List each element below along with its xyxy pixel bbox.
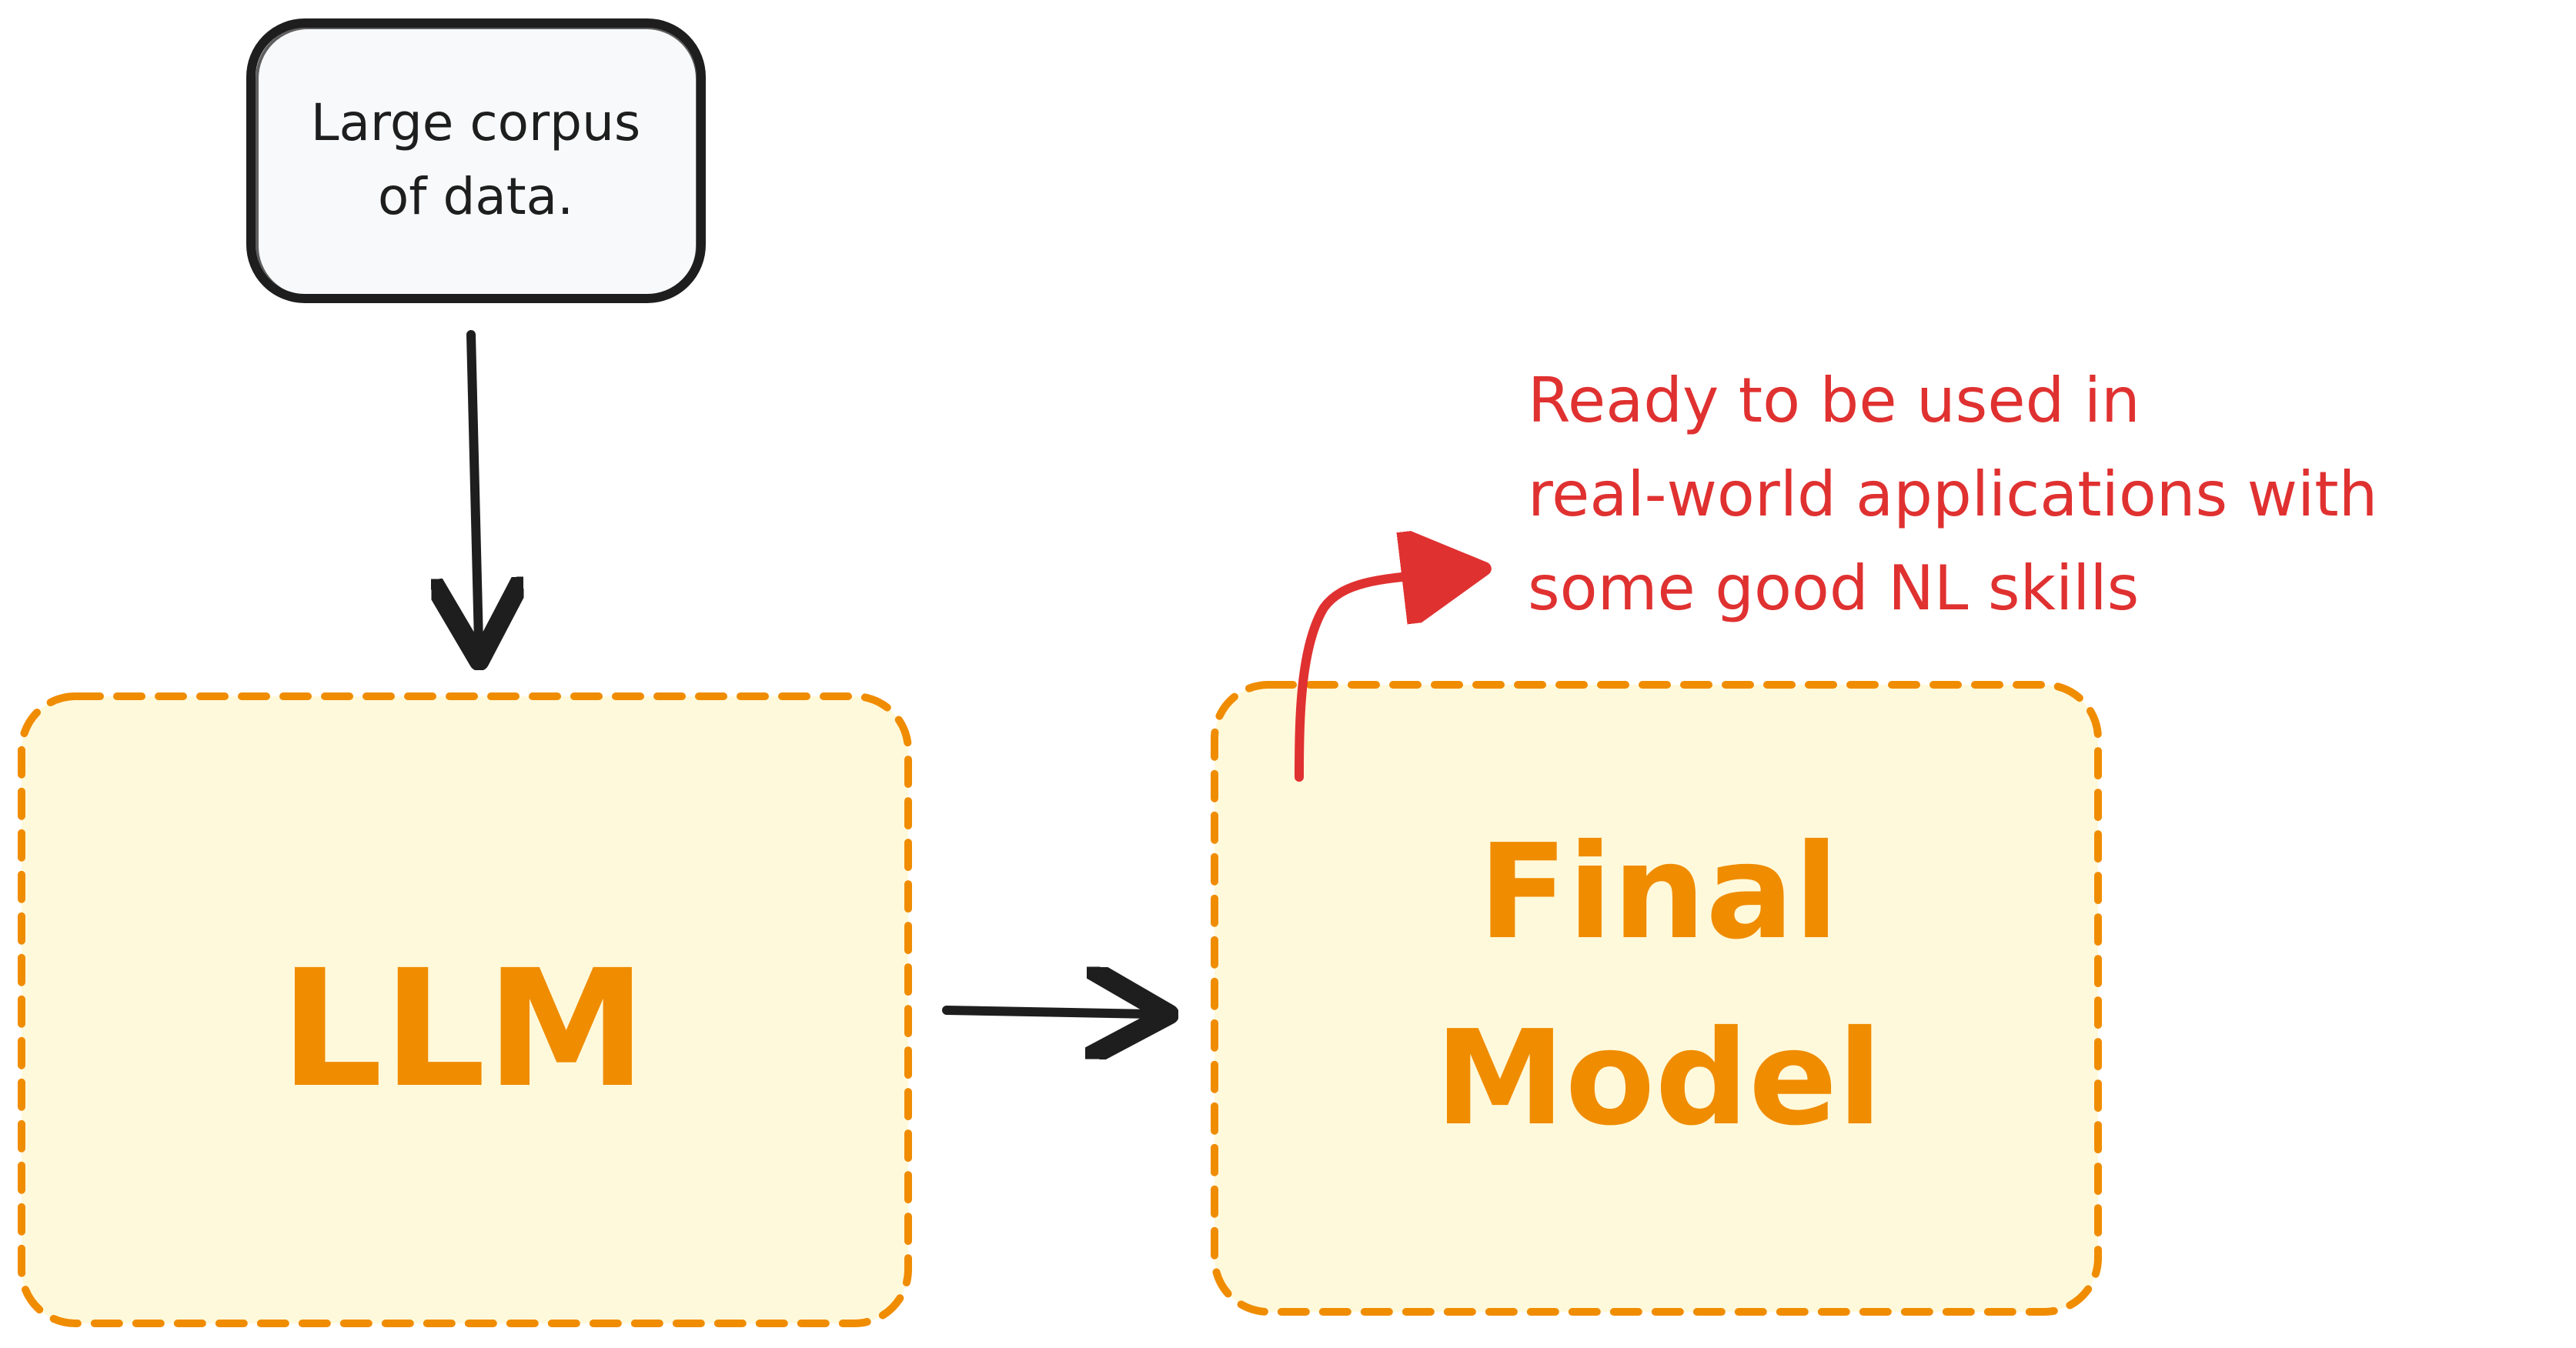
corpus-box bbox=[246, 18, 706, 303]
llm-label: LLM bbox=[280, 935, 647, 1123]
annotation-line3: some good NL skills bbox=[1528, 552, 2139, 624]
annotation-arrow bbox=[1295, 571, 1466, 782]
corpus-box-sketch-outline bbox=[256, 26, 699, 299]
final-model-label-line2: Model bbox=[1435, 1003, 1882, 1155]
corpus-node[interactable]: Large corpus of data. bbox=[246, 18, 706, 303]
final-model-label-line1: Final bbox=[1478, 816, 1839, 969]
final-model-node[interactable]: Final Model bbox=[1211, 681, 2102, 1316]
llm-node[interactable]: LLM bbox=[18, 692, 912, 1327]
llm-to-final-arrow bbox=[942, 1010, 1151, 1014]
final-model-box bbox=[1211, 681, 2102, 1316]
annotation-note: Ready to be used in real-world applicati… bbox=[1528, 365, 2377, 624]
llm-box bbox=[18, 692, 912, 1327]
annotation-line2: real-world applications with bbox=[1528, 459, 2377, 530]
annotation-line1: Ready to be used in bbox=[1528, 365, 2140, 436]
corpus-to-llm-arrow bbox=[471, 330, 479, 642]
corpus-label-line2: of data. bbox=[378, 167, 573, 226]
corpus-label-line1: Large corpus bbox=[311, 93, 641, 152]
